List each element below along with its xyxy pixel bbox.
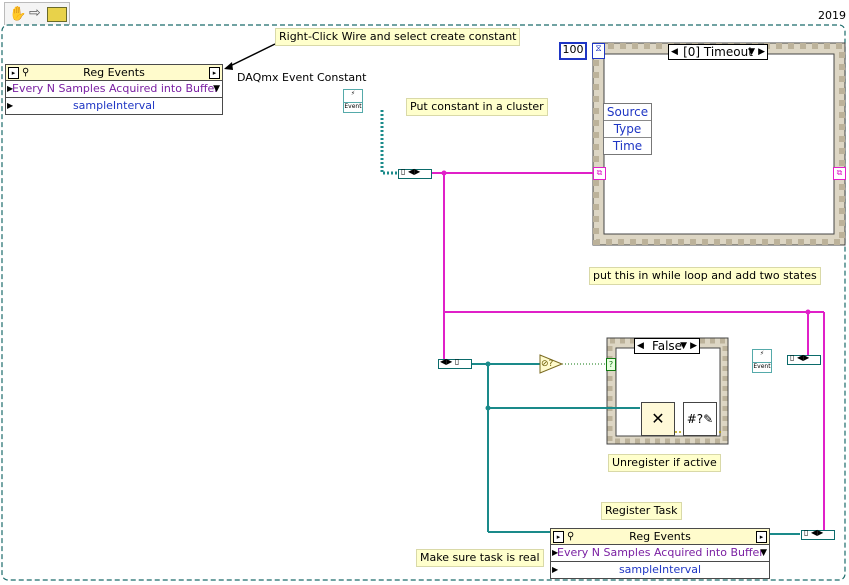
ref-terminal-out-icon: ▸	[756, 531, 767, 543]
case-dropdown-icon[interactable]: ▼	[748, 47, 755, 57]
event-constant-label: Event	[344, 103, 362, 110]
register-icon: ⚲	[22, 67, 30, 78]
reg-events-node-top[interactable]: ▸ ⚲ Reg Events ▸ ▶ Every N Samples Acqui…	[5, 64, 223, 115]
event-field-source[interactable]: Source	[604, 104, 651, 121]
event-field-time[interactable]: Time	[612, 139, 643, 153]
event-selector[interactable]: ▶ Every N Samples Acquired into Buffer ▼	[6, 81, 222, 98]
param-row[interactable]: ▶ sampleInterval	[551, 562, 769, 578]
bundle-output-bottom[interactable]: ▯ ◀▶	[801, 528, 835, 540]
event-constant-label-bottom: Event	[753, 363, 771, 370]
arrow-right-icon: ▶	[7, 84, 14, 93]
register-icon: ⚲	[567, 531, 575, 542]
note-right-click: Right-Click Wire and select create const…	[275, 28, 521, 46]
case-dropdown-icon[interactable]: ▼	[680, 341, 687, 351]
event-constant-icon[interactable]: ⚡ Event	[343, 89, 363, 113]
ref-terminal-icon: ▸	[553, 531, 564, 543]
note-put-constant: Put constant in a cluster	[406, 98, 548, 116]
unbundle-input[interactable]: ◀▶ ▯	[438, 357, 472, 369]
dynamic-event-terminal-right[interactable]: ⧉	[833, 167, 846, 180]
note-register-task: Register Task	[601, 502, 682, 520]
prev-case-icon[interactable]: ◀	[671, 47, 678, 57]
not-a-refnum-icon[interactable]: ⊘?	[541, 359, 554, 369]
reg-events-header: ▸ ⚲ Reg Events ▸	[6, 65, 222, 81]
param-name: sampleInterval	[618, 563, 702, 576]
event-case-selector[interactable]: ◀ [0] Timeout ▼ ▶	[668, 44, 768, 60]
note-unregister: Unregister if active	[608, 454, 721, 472]
next-case-icon[interactable]: ▶	[758, 47, 765, 57]
event-name: Every N Samples Acquired into Buffer	[12, 82, 219, 95]
prev-case-icon[interactable]: ◀	[637, 341, 644, 351]
cluster-icon: ▯ ◀▶	[790, 353, 810, 362]
timeout-terminal-icon[interactable]: ⧖	[592, 43, 605, 59]
arrow-icon[interactable]: ⇨	[29, 5, 41, 21]
case-selector[interactable]: ◀ False ▼ ▶	[634, 338, 700, 354]
clear-errors-icon[interactable]: #?✎	[683, 402, 717, 436]
next-case-icon[interactable]: ▶	[690, 341, 697, 351]
event-selector[interactable]: ▶ Every N Samples Acquired into Buffer ▼	[551, 545, 769, 562]
note-task-real: Make sure task is real	[416, 549, 544, 567]
case-label: False	[651, 339, 683, 353]
toolbar: ✋ ⇨	[4, 2, 70, 25]
reg-events-title: Reg Events	[629, 530, 691, 543]
unregister-events-icon[interactable]: ✕	[641, 402, 675, 436]
cluster-icon: ▯ ◀▶	[804, 528, 824, 537]
reg-events-title: Reg Events	[83, 66, 145, 79]
reg-events-header: ▸ ⚲ Reg Events ▸	[551, 529, 769, 545]
arrow-right-icon: ▶	[7, 101, 14, 110]
label-daqmx-event-constant: DAQmx Event Constant	[237, 71, 367, 84]
version-label: 2019	[818, 9, 846, 22]
ref-terminal-icon: ▸	[8, 67, 19, 79]
event-name: Every N Samples Acquired into Buffer	[557, 546, 764, 559]
cluster-icon: ▯ ◀▶	[401, 167, 421, 176]
arrow-right-icon: ▶	[552, 548, 559, 557]
dropdown-arrow-icon[interactable]: ▼	[213, 84, 220, 94]
bundle-output[interactable]: ▯ ◀▶	[787, 353, 821, 365]
arrow-right-icon: ▶	[552, 565, 559, 574]
note-while-loop: put this in while loop and add two state…	[589, 267, 821, 285]
case-selector-terminal-icon[interactable]: ?	[606, 358, 616, 371]
ref-terminal-out-icon: ▸	[209, 67, 220, 79]
param-name: sampleInterval	[72, 99, 156, 112]
timeout-constant[interactable]: 100	[559, 42, 587, 60]
cluster-icon: ◀▶ ▯	[440, 357, 460, 366]
cluster-constant[interactable]: ▯ ◀▶	[398, 167, 432, 179]
event-constant-icon-bottom[interactable]: ⚡ Event	[752, 349, 772, 373]
dropdown-arrow-icon[interactable]: ▼	[760, 548, 767, 558]
reg-events-node-bottom[interactable]: ▸ ⚲ Reg Events ▸ ▶ Every N Samples Acqui…	[550, 528, 770, 579]
event-case-label: [0] Timeout	[683, 45, 753, 59]
event-field-type[interactable]: Type	[604, 121, 651, 138]
run-icon[interactable]	[47, 7, 67, 22]
dynamic-event-terminal-left[interactable]: ⧉	[593, 167, 606, 180]
event-data-node[interactable]: Source Type Time	[603, 103, 652, 155]
param-row[interactable]: ▶ sampleInterval	[6, 98, 222, 114]
hand-icon[interactable]: ✋	[9, 6, 27, 22]
